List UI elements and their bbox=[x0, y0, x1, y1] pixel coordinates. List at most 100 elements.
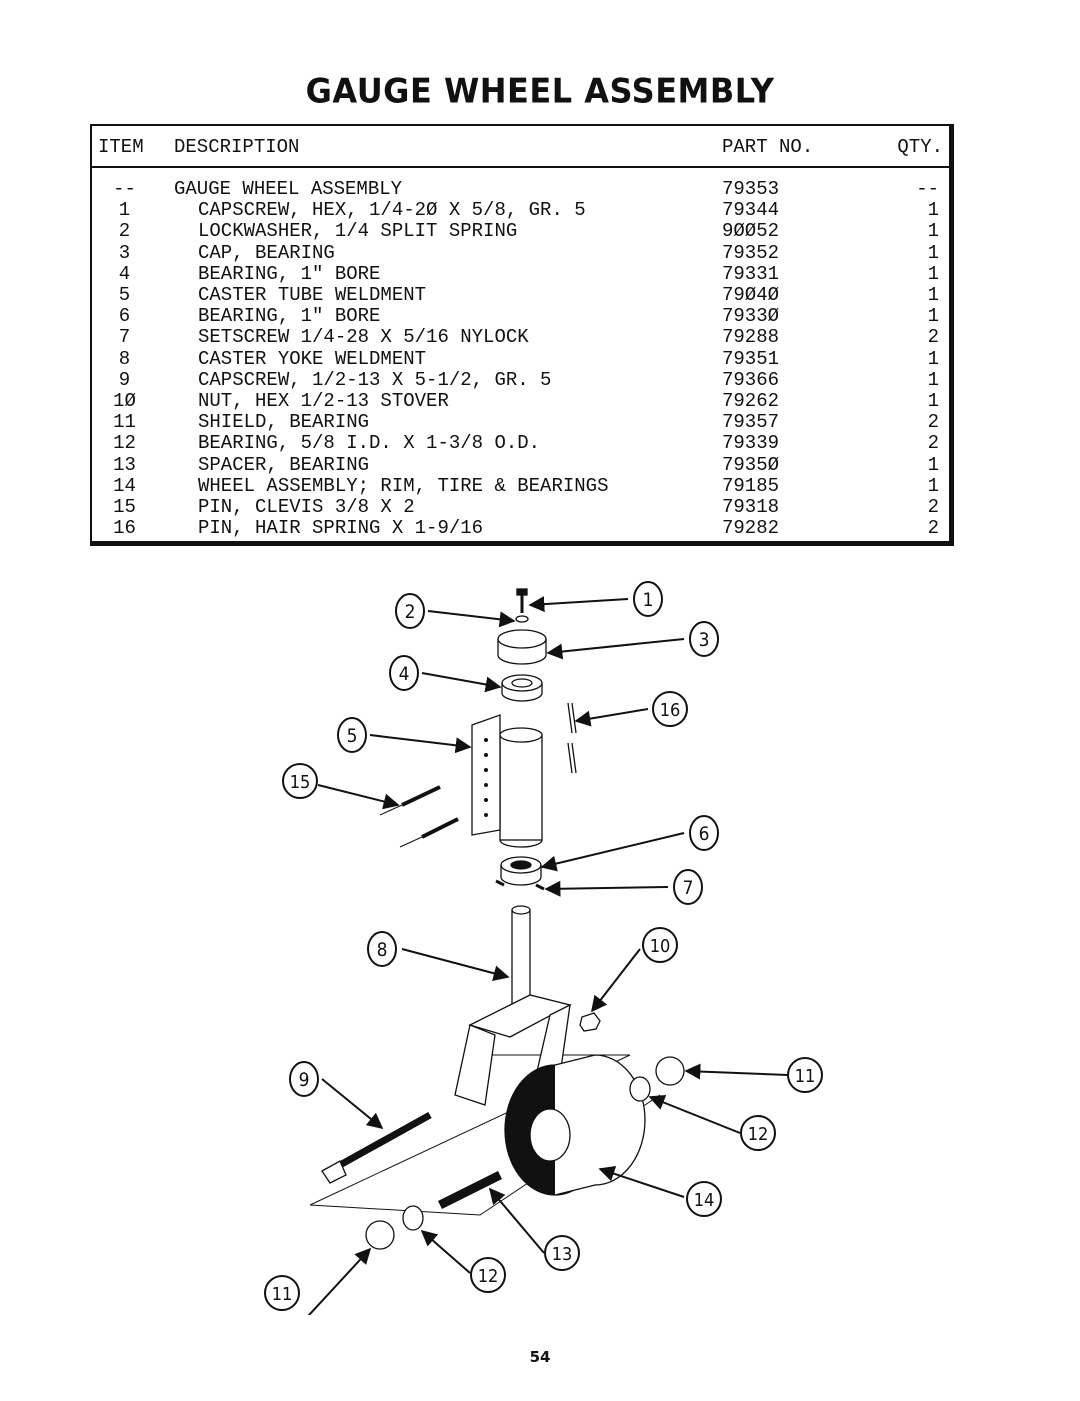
parts-table: ITEM DESCRIPTION PART NO. QTY. --GAUGE W… bbox=[90, 124, 954, 546]
quantity: 2 bbox=[927, 432, 939, 455]
part-number: 79344 bbox=[722, 199, 780, 222]
item-number: 7 bbox=[118, 326, 131, 349]
item-number: 1 bbox=[118, 199, 131, 222]
part-number: 79331 bbox=[722, 262, 780, 285]
quantity: 1 bbox=[927, 453, 939, 476]
item-description: BEARING, 1" BORE bbox=[198, 305, 381, 328]
item-description: CAPSCREW, HEX, 1/4-2Ø X 5/8, GR. 5 bbox=[198, 199, 586, 222]
svg-text:12: 12 bbox=[748, 1124, 769, 1145]
item-number: 14 bbox=[113, 474, 136, 497]
part-number: 79185 bbox=[722, 474, 780, 497]
header-part-no: PART NO. bbox=[722, 136, 814, 158]
part-number: 7933Ø bbox=[722, 305, 780, 328]
header-divider bbox=[92, 166, 949, 168]
quantity: 1 bbox=[927, 347, 939, 370]
table-row: 1 CAPSCREW, HEX, 1/4-2Ø X 5/8, GR. 5 79344… bbox=[92, 199, 949, 222]
item-description: LOCKWASHER, 1/4 SPLIT SPRING bbox=[198, 220, 518, 243]
callout-11-right: 11 bbox=[787, 1057, 823, 1093]
quantity: 1 bbox=[927, 220, 939, 243]
part-number: 79288 bbox=[722, 326, 780, 349]
part-number: 79351 bbox=[722, 347, 780, 370]
callout-16: 16 bbox=[652, 691, 688, 727]
quantity: 1 bbox=[927, 390, 939, 412]
svg-text:10: 10 bbox=[650, 936, 671, 957]
svg-text:6: 6 bbox=[699, 823, 710, 845]
svg-text:11: 11 bbox=[272, 1284, 293, 1305]
item-number: 4 bbox=[118, 262, 131, 285]
item-description: SETSCREW 1/4-28 X 5/16 NYLOCK bbox=[198, 326, 529, 349]
header-description: DESCRIPTION bbox=[174, 136, 300, 158]
callout-12-right: 12 bbox=[740, 1115, 776, 1151]
part-number: 79339 bbox=[722, 432, 780, 455]
quantity: 1 bbox=[927, 199, 939, 222]
exploded-diagram: 1 2 3 4 16 5 15 6 7 8 10 9 11 12 14 13 1… bbox=[264, 581, 823, 1315]
quantity: 1 bbox=[927, 368, 939, 391]
header-item: ITEM bbox=[98, 136, 144, 158]
part-number: 79Ø4Ø bbox=[722, 284, 780, 306]
item-number: 8 bbox=[118, 347, 131, 370]
callout-7: 7 bbox=[673, 869, 703, 905]
item-description: PIN, HAIR SPRING X 1-9/16 bbox=[198, 517, 484, 540]
item-number: 15 bbox=[113, 496, 136, 518]
part-number: 79366 bbox=[722, 368, 780, 391]
item-number: 1Ø bbox=[113, 390, 136, 412]
callout-9: 9 bbox=[289, 1061, 319, 1097]
item-number: 5 bbox=[118, 284, 131, 306]
callout-14: 14 bbox=[686, 1181, 722, 1217]
page-title: GAUGE WHEEL ASSEMBLY bbox=[305, 71, 775, 111]
table-row: 8 CASTER YOKE WELDMENT 79351 1 bbox=[92, 347, 949, 370]
item-description: PIN, CLEVIS 3/8 X 2 bbox=[198, 496, 415, 518]
item-description: BEARING, 5/8 I.D. X 1-3/8 O.D. bbox=[198, 432, 541, 455]
svg-text:2: 2 bbox=[405, 601, 416, 623]
item-description: SPACER, BEARING bbox=[198, 453, 370, 476]
item-description: NUT, HEX 1/2-13 STOVER bbox=[198, 390, 449, 412]
part-number: 79282 bbox=[722, 517, 780, 540]
quantity: 1 bbox=[927, 262, 939, 285]
callout-3: 3 bbox=[689, 621, 719, 657]
callout-2: 2 bbox=[395, 593, 425, 629]
svg-text:5: 5 bbox=[347, 725, 358, 747]
svg-text:15: 15 bbox=[290, 772, 311, 793]
svg-text:3: 3 bbox=[699, 629, 710, 651]
item-number: 3 bbox=[118, 241, 131, 264]
svg-text:9: 9 bbox=[299, 1069, 310, 1091]
svg-text:12: 12 bbox=[478, 1266, 499, 1287]
header-qty: QTY. bbox=[897, 136, 943, 158]
item-description: CASTER YOKE WELDMENT bbox=[198, 347, 427, 370]
callout-6: 6 bbox=[689, 815, 719, 851]
item-description: BEARING, 1" BORE bbox=[198, 262, 381, 285]
callout-12-left: 12 bbox=[470, 1257, 506, 1293]
table-row: 4 BEARING, 1" BORE 79331 1 bbox=[92, 262, 949, 285]
item-description: CAP, BEARING bbox=[198, 241, 335, 264]
item-description: SHIELD, BEARING bbox=[198, 411, 370, 434]
quantity: 2 bbox=[927, 496, 939, 518]
item-description: CAPSCREW, 1/2-13 X 5-1/2, GR. 5 bbox=[198, 368, 552, 391]
part-number: 9ØØ52 bbox=[722, 220, 780, 243]
item-number: 9 bbox=[118, 368, 131, 391]
svg-text:4: 4 bbox=[399, 663, 410, 685]
quantity: 2 bbox=[927, 326, 939, 349]
svg-text:7: 7 bbox=[683, 877, 694, 899]
item-number: 16 bbox=[113, 517, 136, 540]
table-row: 3 CAP, BEARING 79352 1 bbox=[92, 241, 949, 264]
callout-11-left: 11 bbox=[264, 1275, 300, 1311]
item-number: 13 bbox=[113, 453, 136, 476]
item-number: -- bbox=[113, 178, 136, 200]
svg-text:11: 11 bbox=[795, 1066, 816, 1087]
svg-text:1: 1 bbox=[643, 589, 654, 611]
part-number: 79352 bbox=[722, 241, 780, 264]
svg-text:8: 8 bbox=[377, 939, 388, 961]
quantity: 1 bbox=[927, 241, 939, 264]
callout-13: 13 bbox=[544, 1235, 580, 1271]
svg-text:14: 14 bbox=[694, 1190, 715, 1211]
